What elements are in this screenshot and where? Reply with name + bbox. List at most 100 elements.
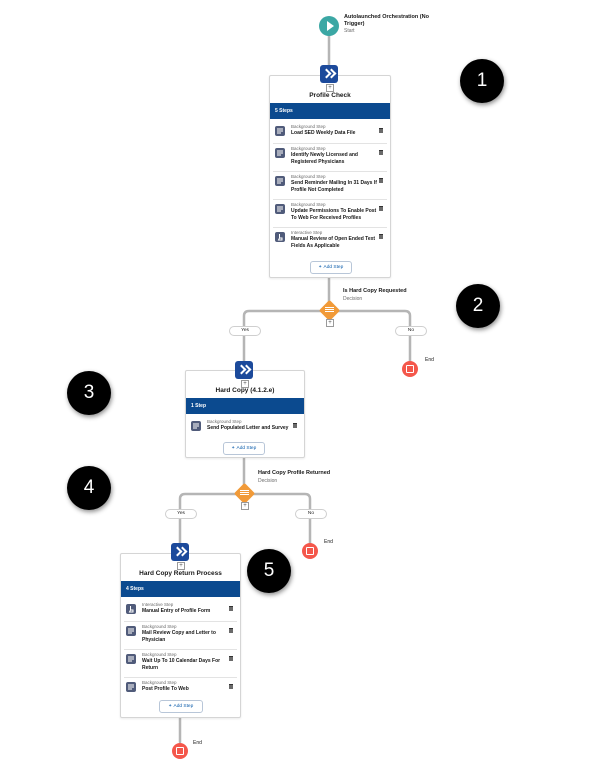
background-step-icon bbox=[275, 126, 285, 136]
trash-icon[interactable] bbox=[379, 206, 383, 211]
step-type: Interactive Step bbox=[291, 230, 323, 235]
connector-decision2-yes bbox=[178, 492, 239, 555]
end-stop-icon[interactable] bbox=[172, 743, 188, 759]
start-play-icon[interactable] bbox=[319, 16, 339, 36]
step-item[interactable]: Background Step Send Populated Letter an… bbox=[189, 416, 301, 438]
callout-4: 4 bbox=[67, 466, 111, 510]
interactive-step-icon bbox=[275, 232, 285, 242]
background-step-icon bbox=[275, 148, 285, 158]
branch-no-label[interactable]: No bbox=[295, 509, 327, 519]
trash-icon[interactable] bbox=[379, 128, 383, 133]
step-type: Background Step bbox=[291, 146, 326, 151]
step-name: Manual Review of Open Ended Text Fields … bbox=[291, 236, 376, 250]
decision-title: Is Hard Copy Requested bbox=[343, 288, 407, 294]
insert-plus-icon[interactable]: + bbox=[326, 319, 334, 327]
step-type: Background Step bbox=[291, 202, 326, 207]
background-step-icon bbox=[126, 682, 136, 692]
stage-hard-copy-return-process[interactable]: Hard Copy Return Process 4 Steps Interac… bbox=[120, 553, 241, 718]
step-item[interactable]: Interactive Step Manual Entry of Profile… bbox=[124, 599, 237, 622]
stage-steps-count: 4 Steps bbox=[121, 581, 240, 597]
step-item[interactable]: Background Step Load SED Weekly Data Fil… bbox=[273, 121, 387, 144]
step-item[interactable]: Background Step Send Reminder Mailing In… bbox=[273, 171, 387, 200]
add-step-button[interactable]: +Add Step bbox=[310, 261, 352, 274]
background-step-icon bbox=[126, 626, 136, 636]
branch-yes-label[interactable]: Yes bbox=[165, 509, 197, 519]
step-item[interactable]: Interactive Step Manual Review of Open E… bbox=[273, 227, 387, 255]
stage-steps-count: 1 Step bbox=[186, 398, 304, 414]
stage-title: Hard Copy Return Process bbox=[139, 570, 222, 577]
orchestration-stage-icon bbox=[320, 65, 338, 83]
trash-icon[interactable] bbox=[379, 178, 383, 183]
trash-icon[interactable] bbox=[379, 234, 383, 239]
stage-title: Profile Check bbox=[309, 92, 351, 99]
insert-plus-icon[interactable]: + bbox=[241, 380, 249, 388]
trash-icon[interactable] bbox=[229, 628, 233, 633]
step-type: Interactive Step bbox=[142, 602, 174, 607]
add-step-button[interactable]: +Add Step bbox=[159, 700, 203, 713]
decision-subtitle: Decision bbox=[258, 478, 278, 484]
end-label: End bbox=[324, 539, 333, 545]
decision-lines-icon bbox=[325, 306, 334, 313]
trash-icon[interactable] bbox=[379, 150, 383, 155]
step-name: Manual Entry of Profile Form bbox=[142, 608, 211, 614]
step-item[interactable]: Background Step Post Profile To Web bbox=[124, 677, 237, 699]
background-step-icon bbox=[275, 176, 285, 186]
insert-plus-icon[interactable]: + bbox=[177, 562, 185, 570]
end-stop-icon[interactable] bbox=[302, 543, 318, 559]
connector-decision2-no bbox=[249, 492, 312, 545]
step-type: Background Step bbox=[142, 680, 177, 685]
orchestration-stage-icon bbox=[171, 543, 189, 561]
callout-5: 5 bbox=[247, 549, 291, 593]
decision-lines-icon bbox=[240, 489, 249, 496]
step-item[interactable]: Background Step Update Permissions To En… bbox=[273, 199, 387, 228]
decision-subtitle: Decision bbox=[343, 296, 363, 302]
start-title: Autolaunched Orchestration (No Trigger) bbox=[344, 14, 429, 27]
trash-icon[interactable] bbox=[229, 656, 233, 661]
step-type: Background Step bbox=[142, 624, 177, 629]
stage-profile-check[interactable]: Profile Check 5 Steps Background Step Lo… bbox=[269, 75, 391, 278]
callout-3: 3 bbox=[67, 371, 111, 415]
background-step-icon bbox=[275, 204, 285, 214]
insert-plus-icon[interactable]: + bbox=[241, 502, 249, 510]
step-name: Send Populated Letter and Survey bbox=[207, 425, 289, 431]
step-item[interactable]: Background Step Wait Up To 10 Calendar D… bbox=[124, 649, 237, 678]
end-label: End bbox=[193, 740, 202, 746]
trash-icon[interactable] bbox=[293, 423, 297, 428]
plus-icon: + bbox=[231, 446, 235, 451]
branch-no-label[interactable]: No bbox=[395, 326, 427, 336]
stage-hard-copy[interactable]: Hard Copy (4.1.2.e) 1 Step Background St… bbox=[185, 370, 305, 458]
step-item[interactable]: Background Step Mail Review Copy and Let… bbox=[124, 621, 237, 650]
decision-title: Hard Copy Profile Returned bbox=[258, 470, 331, 476]
step-name: Wait Up To 10 Calendar Days For Return bbox=[142, 658, 221, 672]
trash-icon[interactable] bbox=[229, 684, 233, 689]
branch-yes-label[interactable]: Yes bbox=[229, 326, 261, 336]
stage-steps-count: 5 Steps bbox=[270, 103, 390, 119]
plus-icon: + bbox=[168, 704, 172, 709]
stage-title: Hard Copy (4.1.2.e) bbox=[215, 387, 275, 394]
step-name: Post Profile To Web bbox=[142, 686, 189, 692]
step-name: Send Reminder Mailing In 31 Days If Prof… bbox=[291, 180, 377, 194]
connector-decision1-yes bbox=[242, 309, 324, 372]
step-name: Identify Newly Licensed and Registered P… bbox=[291, 152, 358, 166]
background-step-icon bbox=[191, 421, 201, 431]
insert-plus-icon[interactable]: + bbox=[326, 84, 334, 92]
step-item[interactable]: Background Step Identify Newly Licensed … bbox=[273, 143, 387, 172]
orchestration-stage-icon bbox=[235, 361, 253, 379]
connector-decision1-no bbox=[334, 309, 412, 363]
plus-icon: + bbox=[318, 265, 322, 270]
step-type: Background Step bbox=[291, 124, 326, 129]
step-name: Load SED Weekly Data File bbox=[291, 130, 356, 136]
background-step-icon bbox=[126, 654, 136, 664]
add-step-button[interactable]: +Add Step bbox=[223, 442, 265, 455]
callout-1: 1 bbox=[460, 59, 504, 103]
step-type: Background Step bbox=[142, 652, 177, 657]
trash-icon[interactable] bbox=[229, 606, 233, 611]
interactive-step-icon bbox=[126, 604, 136, 614]
step-name: Update Permissions To Enable Post To Web… bbox=[291, 208, 377, 222]
step-type: Background Step bbox=[207, 419, 242, 424]
end-label: End bbox=[425, 357, 434, 363]
end-stop-icon[interactable] bbox=[402, 361, 418, 377]
step-name: Mail Review Copy and Letter to Physician bbox=[142, 630, 216, 644]
callout-2: 2 bbox=[456, 284, 500, 328]
